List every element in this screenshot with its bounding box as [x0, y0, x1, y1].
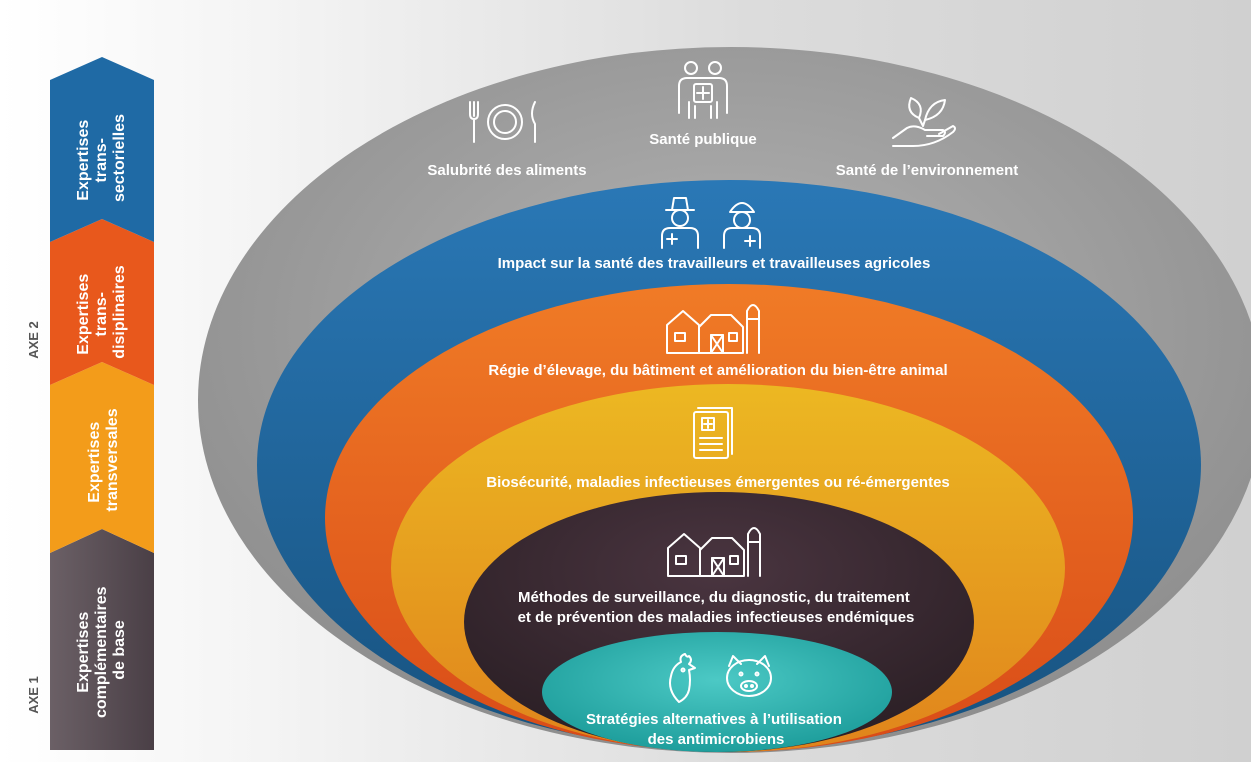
plate-fork-knife-icon	[469, 101, 536, 143]
band-trans-sectorielles-shape	[50, 57, 154, 242]
ring-dark-label: Méthodes de surveillance, du diagnostic,…	[518, 589, 915, 626]
public-health-people-icon	[678, 61, 728, 119]
ring-yellow-content: Biosécurité, maladies infectieuses émerg…	[486, 407, 950, 491]
band-label-trans-disciplinaires: Expertises trans- disiplinaires	[75, 265, 128, 358]
chicken-pig-icon	[669, 653, 772, 703]
hand-leaves-icon	[892, 97, 956, 147]
outer-item-label-sante-publique: Santé publique	[649, 131, 757, 148]
expertise-bands: Expertises trans- sectorielles Expertise…	[26, 57, 154, 750]
axis-label-axe1: AXE 1	[26, 676, 41, 714]
farm-workers-icon	[661, 197, 761, 249]
ring-blue-content: Impact sur la santé des travailleurs et …	[498, 197, 931, 272]
medical-document-icon	[693, 407, 733, 459]
outer-item-label-salubrite: Salubrité des aliments	[427, 162, 586, 179]
band-label-complementaires: Expertises complémentaires de base	[75, 582, 128, 718]
outer-ring-content: Salubrité des aliments Santé publique Sa…	[427, 61, 1019, 179]
ring-teal	[542, 632, 892, 752]
band-transversales-shape	[50, 362, 154, 553]
band-complementaires-shape	[50, 529, 154, 750]
axis-label-axe2: AXE 2	[26, 321, 41, 359]
ring-teal-content: Stratégies alternatives à l’utilisation …	[586, 653, 846, 748]
nested-rings	[198, 47, 1251, 753]
ring-dark-content: Méthodes de surveillance, du diagnostic,…	[518, 527, 915, 626]
band-label-trans-sectorielles: Expertises trans- sectorielles	[75, 114, 128, 202]
ring-orange-label: Régie d’élevage, du bâtiment et améliora…	[488, 362, 947, 379]
ring-teal-label: Stratégies alternatives à l’utilisation …	[586, 711, 846, 748]
outer-item-label-sante-environnement: Santé de l’environnement	[836, 162, 1019, 179]
band-trans-disciplinaires-shape	[50, 219, 154, 385]
farm-building-icon	[667, 527, 761, 577]
farm-building-icon	[666, 304, 760, 354]
ring-orange-content: Régie d’élevage, du bâtiment et améliora…	[488, 304, 948, 379]
ring-yellow-label: Biosécurité, maladies infectieuses émerg…	[486, 474, 950, 491]
ring-blue-label: Impact sur la santé des travailleurs et …	[498, 255, 931, 272]
band-label-transversales: Expertises transversales	[86, 408, 121, 511]
